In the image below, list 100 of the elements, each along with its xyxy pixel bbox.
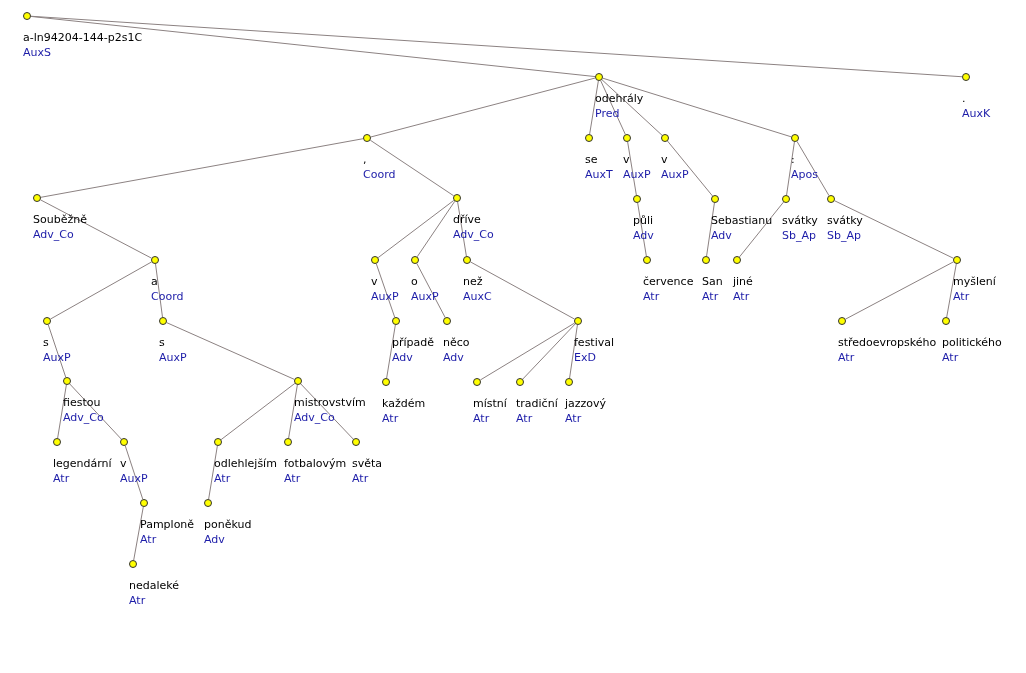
word-label: dříve [453,213,481,226]
tree-node-circle [643,256,651,264]
function-label: AuxP [43,351,71,364]
word-label: Sebastianu [711,214,773,227]
function-label: Atr [702,290,719,303]
tree-node-circle [392,317,400,325]
function-label: AuxP [623,168,651,181]
dependency-line [40,199,152,259]
function-label: Coord [363,168,396,181]
tree-node-circle [585,134,593,142]
word-label: a-ln94204-144-p2s1C [23,31,143,44]
dependency-line [124,445,144,500]
word-label: odehrály [595,92,644,105]
function-label: Adv [443,351,464,364]
function-label: Atr [129,594,146,607]
function-label: Atr [953,290,970,303]
word-label: tradiční [516,397,558,410]
word-label: v [661,153,668,166]
function-label: Adv [711,229,732,242]
dependency-line [208,445,218,500]
tree-node-circle [733,256,741,264]
function-label: Adv [392,351,413,364]
tree-node-circle [661,134,669,142]
word-label: jiné [733,275,753,288]
word-label: jazzový [565,397,607,410]
dependency-line [416,200,456,258]
tree-node-circle [43,317,51,325]
function-label: Pred [595,107,620,120]
dependency-line [627,141,637,196]
tree-node-circle [574,317,582,325]
dependency-line [416,263,446,318]
dependency-line [786,141,795,196]
word-label: v [623,153,630,166]
dependency-line [845,261,954,320]
dependency-line [589,80,599,135]
function-label: Sb_Ap [827,229,861,242]
dependency-line [739,201,784,258]
dependency-line [569,324,578,379]
tree-node-circle [962,73,970,81]
tree-node-circle [120,438,128,446]
function-label: AuxP [159,351,187,364]
dependency-line [706,202,715,257]
dependency-line [40,138,364,198]
word-label: středoevropského [838,336,937,349]
dependency-line [522,323,576,380]
word-label: Souběžně [33,213,87,226]
function-label: Adv [204,533,225,546]
tree-node-circle [827,195,835,203]
word-label: místní [473,397,507,410]
tree-node-circle [473,378,481,386]
word-label: o [411,275,418,288]
dependency-line [386,324,396,379]
function-label: Coord [151,290,184,303]
dependency-line [370,77,596,138]
word-label: . [962,92,966,105]
word-label: července [643,275,694,288]
function-label: Atr [643,290,660,303]
function-label: Atr [214,472,231,485]
word-label: s [159,336,165,349]
function-label: Apos [791,168,818,181]
function-label: Atr [516,412,533,425]
dependency-line [30,15,963,78]
function-label: AuxT [585,168,613,181]
tree-node-circle [791,134,799,142]
word-label: případě [392,336,435,349]
tree-node-circle [352,438,360,446]
word-label: legendární [53,457,112,470]
dependency-line [57,384,67,439]
word-label: nedaleké [129,579,180,592]
tree-node-circle [363,134,371,142]
function-label: Atr [565,412,582,425]
word-label: svátky [827,214,863,227]
word-label: odlehlejším [214,457,277,470]
tree-node-circle [702,256,710,264]
function-label: AuxP [120,472,148,485]
function-label: AuxS [23,46,51,59]
dependency-line [601,79,663,136]
tree-node-circle [953,256,961,264]
tree-node-circle [595,73,603,81]
dependency-line [377,199,455,259]
tree-node-circle [453,194,461,202]
dependency-line [300,383,354,440]
dependency-line [375,263,396,318]
word-label: fotbalovým [284,457,347,470]
tree-node-circle [411,256,419,264]
tree-node-circle [294,377,302,385]
function-label: AuxK [962,107,991,120]
tree-node-circle [633,195,641,203]
tree-node-circle [443,317,451,325]
function-label: Atr [140,533,157,546]
function-label: Atr [284,472,301,485]
tree-node-circle [463,256,471,264]
tree-node-circle [284,438,292,446]
function-label: Atr [53,472,70,485]
dependency-line [600,80,626,135]
tree-node-circle [711,195,719,203]
tree-node-circle [140,499,148,507]
function-label: Adv_Co [453,228,494,241]
function-label: AuxP [411,290,439,303]
function-label: Sb_Ap [782,229,816,242]
